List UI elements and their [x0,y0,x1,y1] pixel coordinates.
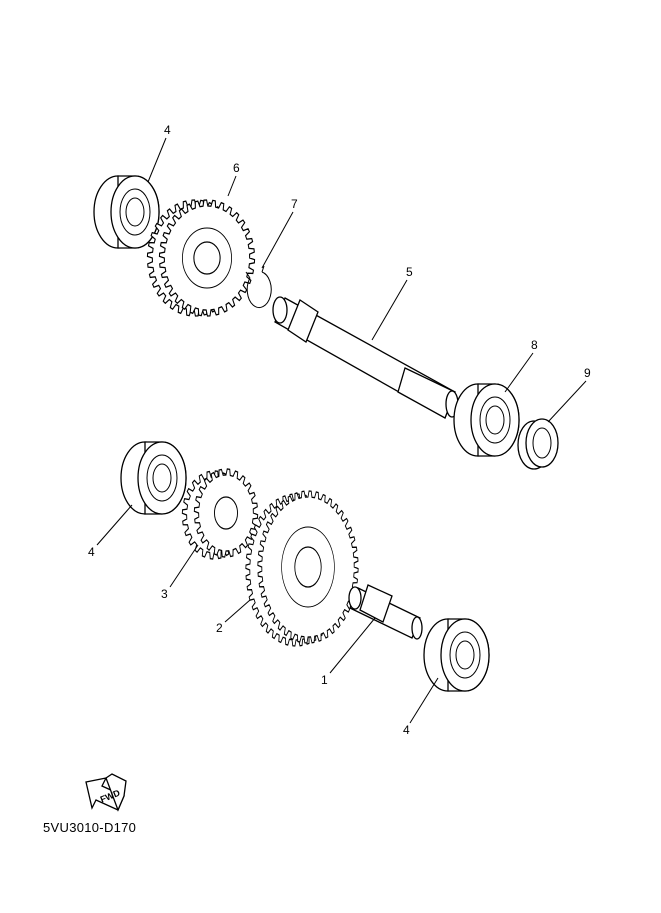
callout-4-top: 4 [164,123,171,137]
callout-1: 1 [321,673,328,687]
callout-4-bottom: 4 [403,723,410,737]
shaft-1[interactable] [348,584,423,640]
diagram-code: 5VU3010-D170 [43,820,137,835]
callout-4-left: 4 [88,545,95,559]
gear-3[interactable] [181,468,259,560]
gear-6[interactable] [146,199,256,317]
gear-hub [181,227,233,289]
gear-2[interactable] [245,490,359,647]
bearing-left[interactable] [120,441,187,515]
callout-9: 9 [584,366,591,380]
bearing-top[interactable] [93,175,160,249]
fwd-arrow-icon: FWD [85,773,127,812]
callout-6: 6 [233,161,240,175]
gear-hub [281,526,335,608]
gear-bore [294,546,322,588]
circlip-7[interactable] [245,265,272,308]
leader-lines [96,137,587,724]
gear-bore [214,496,238,530]
main-shaft-5[interactable] [272,296,459,419]
oil-seal-9[interactable] [517,418,559,470]
bearing-8[interactable] [453,383,520,457]
callout-7: 7 [291,197,298,211]
callout-3: 3 [161,587,168,601]
callout-8: 8 [531,338,538,352]
callout-5: 5 [406,265,413,279]
bearing-bottom[interactable] [423,618,490,692]
callout-2: 2 [216,621,223,635]
gear-bore [193,241,221,275]
